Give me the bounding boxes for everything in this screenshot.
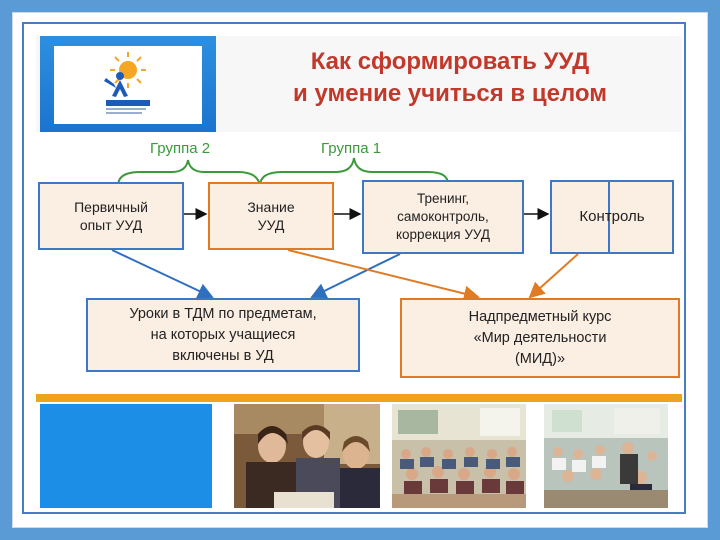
box-first-experience: Первичный опыт УУД (38, 182, 184, 250)
arrow-knowledge-to-course (287, 249, 480, 302)
lessons-line-2: на которых учащиеся (150, 326, 296, 343)
knowledge-line-1: Знание (247, 199, 295, 215)
school-2000-logo-icon (104, 52, 150, 114)
box-course: Надпредметный курс «Мир деятельности (МИ… (400, 298, 680, 378)
group-2-brace (117, 159, 261, 187)
first-experience-line-1: Первичный (74, 199, 148, 215)
box-control: Контроль (550, 180, 674, 254)
box-knowledge: Знание УУД (208, 182, 334, 250)
arrow-experience-to-lessons (111, 249, 214, 299)
group-2-label: Группа 2 (150, 140, 211, 157)
box-lessons: Уроки в ТДМ по предметам, на которых уча… (86, 298, 360, 372)
training-line-3: коррекция УУД (395, 227, 491, 242)
logo-panel (40, 36, 216, 132)
control-label: Контроль (579, 208, 645, 225)
teachers-photo-icon (234, 404, 380, 508)
classroom-photo (392, 404, 526, 508)
box-training: Тренинг, самоконтроль, коррекция УУД (362, 180, 524, 254)
arrow-training-to-lessons (310, 253, 401, 299)
logo-background (54, 46, 202, 124)
course-line-3: (МИД)» (514, 350, 566, 367)
students-photo-icon (544, 404, 668, 508)
lessons-line-3: включены в УД (172, 347, 274, 364)
lessons-line-1: Уроки в ТДМ по предметам, (129, 305, 317, 322)
training-line-2: самоконтроль, (397, 209, 489, 224)
course-line-1: Надпредметный курс (468, 308, 612, 325)
arrow-control-to-course (528, 253, 579, 299)
first-experience-line-2: опыт УУД (79, 217, 143, 233)
teachers-photo (234, 404, 380, 508)
classroom-photo-icon (392, 404, 526, 508)
students-photo (544, 404, 668, 508)
orange-strip (36, 394, 682, 402)
control-divider (608, 180, 610, 254)
training-line-1: Тренинг, (417, 191, 469, 206)
course-line-2: «Мир деятельности (473, 329, 607, 346)
slide-title: Как сформировать УУД и умение учиться в … (230, 46, 670, 110)
blue-block (40, 404, 212, 508)
title-line-1: Как сформировать УУД (310, 48, 590, 75)
knowledge-line-2: УУД (257, 217, 285, 233)
group-1-label: Группа 1 (321, 140, 382, 157)
title-line-2: и умение учиться в целом (293, 80, 607, 107)
slide-frame (22, 22, 686, 514)
group-1-brace (259, 157, 449, 187)
